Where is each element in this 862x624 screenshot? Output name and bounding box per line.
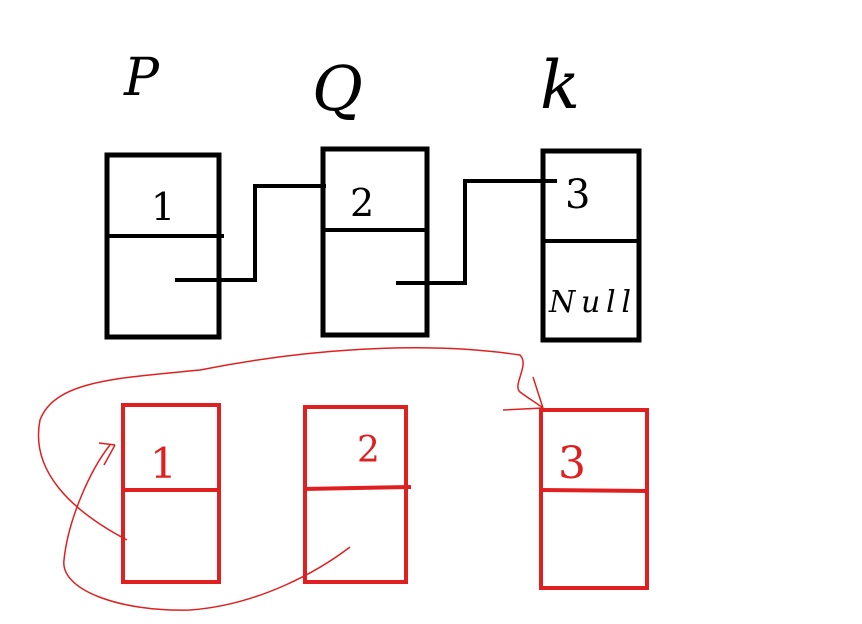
original-node-3-value: 3 <box>565 172 590 218</box>
original-link-2-3 <box>396 179 557 285</box>
original-node-3: 3 Null <box>540 148 642 343</box>
reversed-node-3-value: 3 <box>558 438 586 489</box>
reversed-node-1-value: 1 <box>150 439 177 488</box>
reversed-node-1: 1 <box>121 403 221 584</box>
original-link-1-2 <box>175 184 326 282</box>
original-node-2: 2 <box>320 146 430 338</box>
reversed-arc-3-to-1 <box>37 347 544 541</box>
original-node-3-next: Null <box>548 285 631 320</box>
pointer-label-k: k <box>540 47 580 124</box>
original-node-1: 1 <box>104 152 224 340</box>
original-node-2-value: 2 <box>350 181 374 225</box>
reversed-arc-3-arrowhead <box>502 376 544 411</box>
reversed-node-2-value: 2 <box>357 430 380 471</box>
original-node-1-value: 1 <box>151 185 175 229</box>
pointer-label-p: P <box>123 48 160 108</box>
reversed-node-3: 3 <box>539 408 650 590</box>
reversed-node-2: 2 <box>302 405 412 584</box>
reversed-arc-2-arrowhead <box>98 442 116 466</box>
pointer-label-q: Q <box>312 52 363 125</box>
reversed-arc-2-to-1 <box>63 444 351 611</box>
